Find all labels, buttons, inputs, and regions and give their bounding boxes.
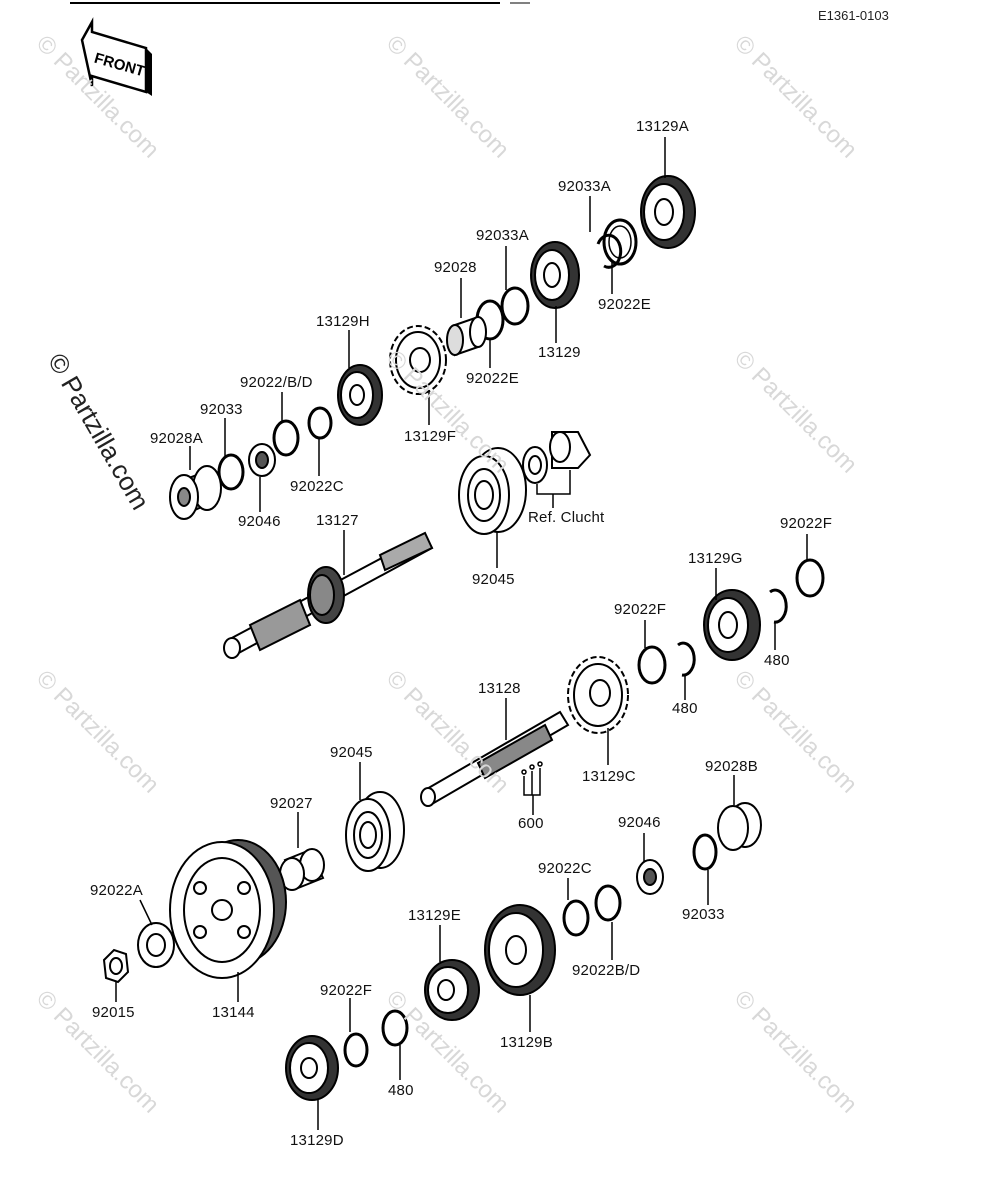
nut-92015 — [102, 948, 130, 984]
part-label: 92022C — [538, 860, 592, 877]
leader-lines — [115, 137, 808, 1130]
gear-13129g — [703, 589, 761, 661]
part-label: 480 — [672, 700, 698, 717]
part-label: 13129 — [538, 344, 581, 361]
gear-13129 — [530, 241, 580, 309]
part-label: 92015 — [92, 1004, 135, 1021]
diagram-code: E1361-0103 — [818, 8, 889, 23]
part-label: 92022F — [780, 515, 833, 532]
part-label: 92022B/D — [572, 962, 641, 979]
part-label: 92028B — [705, 758, 758, 775]
part-label: 13129D — [290, 1132, 344, 1149]
gear-13129b — [484, 904, 556, 996]
bushing-92028a — [169, 465, 222, 520]
gear-13144 — [169, 839, 287, 979]
part-label: 92045 — [472, 571, 515, 588]
part-label: 92045 — [330, 744, 373, 761]
part-label: 92027 — [270, 795, 313, 812]
part-label: 92033 — [200, 401, 243, 418]
bushing-92027 — [279, 848, 325, 891]
part-label: 92022A — [90, 882, 143, 899]
washer-92022f-3 — [343, 1032, 369, 1068]
shaft-13127 — [223, 531, 434, 659]
gear-13129h — [337, 364, 383, 426]
part-label: 13129E — [408, 907, 461, 924]
part-label: 600 — [518, 815, 544, 832]
ref-note: Ref. Clucht — [528, 509, 605, 526]
part-label: 13129F — [404, 428, 457, 445]
part-label: 92022E — [466, 370, 519, 387]
part-label: 92046 — [238, 513, 281, 530]
washer-92022c-2 — [562, 899, 590, 937]
part-label: 92028A — [150, 430, 203, 447]
washer-92022f-2 — [637, 645, 667, 685]
part-label: 92022F — [614, 601, 667, 618]
gear-13129e — [424, 959, 480, 1021]
circlip-480-3 — [381, 1009, 409, 1047]
shaft-13128 — [420, 710, 570, 807]
bearing-92046 — [248, 443, 276, 477]
part-label: 13129G — [688, 550, 743, 567]
ref-clutch-washers — [522, 431, 592, 484]
part-label: 480 — [388, 1082, 414, 1099]
washer-92022c — [307, 406, 333, 440]
bearing-92045 — [458, 447, 527, 535]
washer-92022a — [137, 922, 175, 968]
part-label: 92022/B/D — [240, 374, 313, 391]
washer-92022f — [795, 558, 825, 598]
part-label: 92022E — [598, 296, 651, 313]
circlip-92033 — [217, 453, 245, 491]
part-label: 92022C — [290, 478, 344, 495]
circlip-480 — [769, 588, 788, 624]
washer-92022b-d — [594, 884, 622, 922]
part-label: 13129A — [636, 118, 689, 135]
part-label: 13128 — [478, 680, 521, 697]
part-label: 13144 — [212, 1004, 255, 1021]
part-label: 92022F — [320, 982, 373, 999]
bushing-92028 — [446, 315, 487, 357]
washer-92033a — [500, 286, 530, 326]
front-arrow-icon: FRONT — [80, 17, 152, 96]
gear-13129c — [567, 656, 629, 734]
pins-600 — [521, 761, 543, 815]
part-label: 480 — [764, 652, 790, 669]
part-label: 13127 — [316, 512, 359, 529]
gear-13129d — [285, 1035, 339, 1101]
part-label: 92033A — [476, 227, 529, 244]
washer-92022-b-d — [272, 419, 300, 457]
part-label: 92046 — [618, 814, 661, 831]
part-label: 92033 — [682, 906, 725, 923]
bearing-92045-2 — [345, 791, 405, 872]
gear-13129a — [640, 175, 696, 249]
bearing-92046-2 — [636, 859, 664, 895]
part-label: 92028 — [434, 259, 477, 276]
circlip-480-2 — [677, 641, 696, 677]
part-label: 13129B — [500, 1034, 553, 1051]
gear-13129f — [389, 325, 447, 395]
part-label: 92033A — [558, 178, 611, 195]
part-label: 13129H — [316, 313, 370, 330]
bushing-92028b — [717, 802, 762, 851]
part-label: 13129C — [582, 768, 636, 785]
circlip-92033-2 — [692, 833, 718, 871]
